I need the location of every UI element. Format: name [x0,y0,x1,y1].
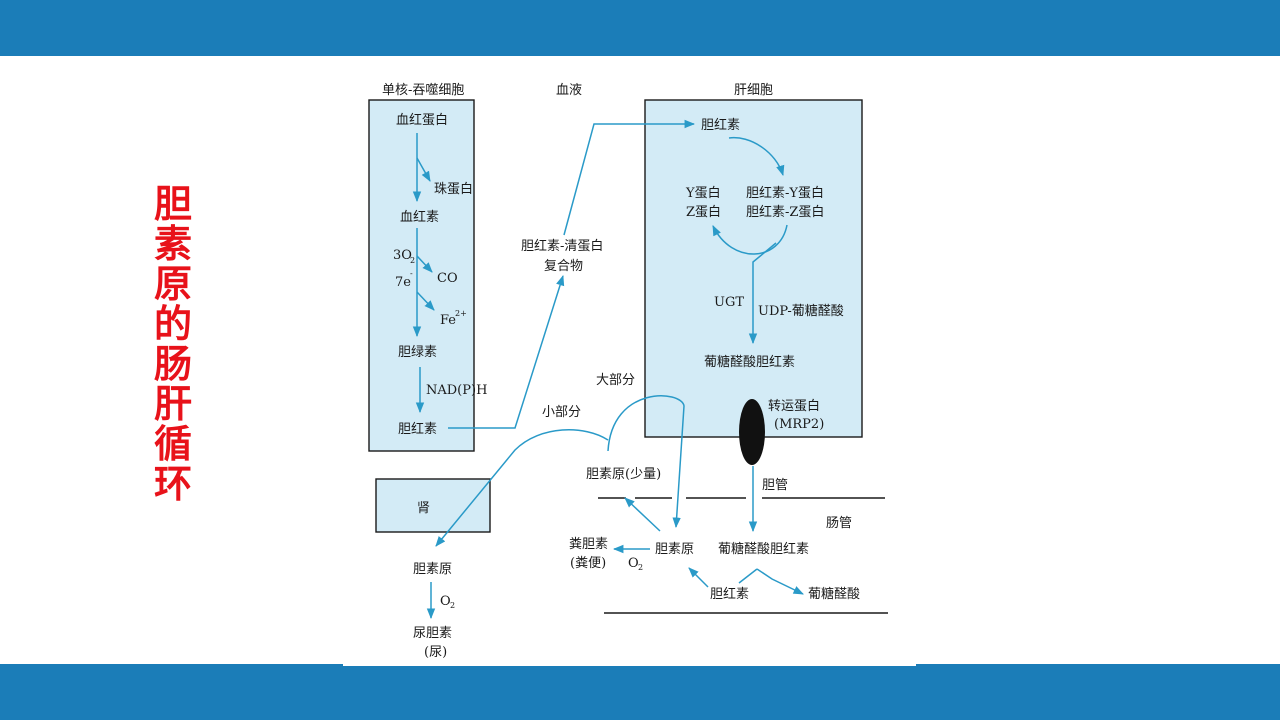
label-ugt: UGT [714,295,744,310]
label-glucuronic-acid: 葡糖醛酸 [808,586,860,602]
label-bile-duct: 胆管 [762,478,788,493]
arrow-to-hepatocyte [563,119,696,236]
arrow-binding-reverse [712,224,788,255]
label-urobilinogen-kidney: 胆素原 [413,562,452,577]
arrow-bilirubin-urobilinogen [688,567,709,588]
label-fe: Fe [440,313,456,328]
label-mrp2: (MRP2) [774,417,824,432]
label-glucuronide-liver: 葡糖醛酸胆红素 [704,354,795,370]
label-o2-in-sub: 2 [410,256,415,265]
label-udp-glucuronic: UDP-葡糖醛酸 [758,303,844,319]
label-nadph: NAD(P)H [426,383,487,398]
arrow-reabsorption [624,497,661,532]
mrp2-transporter [739,399,765,465]
title-char: 的 [153,302,192,346]
label-majority: 大部分 [596,373,635,388]
label-o2-kidney-sub: 2 [450,601,455,610]
label-bilirubin-z: 胆红素-Z蛋白 [746,204,824,220]
label-heme: 血红素 [400,209,439,225]
label-urobilinogen-small: 胆素原(少量) [586,467,661,482]
label-fe-sup: 2+ [455,309,467,318]
label-o2-gut: O [628,556,639,571]
label-o2-in: 3O [393,248,412,263]
label-bilirubin-y: 胆红素-Y蛋白 [746,185,824,201]
label-globin: 珠蛋白 [434,181,473,197]
title-char: 肠 [153,342,192,386]
slide-title: 胆 素 原 的 肠 肝 循 环 [148,184,198,504]
title-char: 循 [153,422,192,466]
label-complex: 复合物 [544,259,583,274]
arrow-conjugation [748,242,777,345]
label-kidney: 肾 [417,501,430,516]
label-urine: (尿) [424,645,447,660]
label-stercobilin: 粪胆素 [569,537,608,552]
header-blood: 血液 [556,83,582,98]
label-glucuronide-gut: 葡糖醛酸胆红素 [718,541,809,557]
top-banner [0,0,1280,56]
label-urobilinogen-gut: 胆素原 [655,542,694,557]
header-macrophage: 单核-吞噬细胞 [382,83,464,98]
arrow-co [416,255,433,273]
title-char: 原 [153,262,192,306]
label-gut: 肠管 [826,516,852,531]
pathway-arrows [412,119,804,620]
label-hemoglobin: 血红蛋白 [396,112,448,128]
arrow-to-blood-complex [448,274,565,429]
arrow-majority [607,395,685,529]
arrow-binding-forward [728,136,785,177]
arrow-stem [738,568,758,584]
arrow-globin [416,157,431,182]
label-biliverdin: 胆绿素 [398,345,437,360]
label-urobilin: 尿胆素 [413,626,452,641]
label-bilirubin-gut: 胆红素 [710,586,749,602]
label-minority: 小部分 [542,405,581,420]
arrow-fe [416,291,435,311]
label-e-in-sup: - [410,269,413,278]
title-char: 肝 [153,382,192,426]
arrow-minority [435,429,609,547]
title-char: 素 [153,222,192,266]
bottom-banner [0,664,1280,720]
label-co: CO [437,271,458,286]
label-o2-kidney: O [440,594,451,609]
arrow-glucuronic [756,568,804,595]
macrophage-box [368,99,475,452]
label-e-in: 7e [395,275,411,290]
label-feces: (粪便) [570,556,606,571]
title-char: 胆 [153,182,192,226]
label-bilirubin-liver: 胆红素 [701,117,740,133]
label-o2-gut-sub: 2 [638,563,643,572]
title-char: 环 [153,462,192,506]
label-bilirubin-albumin: 胆红素-清蛋白 [521,238,603,254]
label-z-protein: Z蛋白 [686,204,721,220]
label-transporter: 转运蛋白 [768,398,820,414]
header-hepatocyte: 肝细胞 [734,83,773,98]
kidney-box [375,478,491,533]
label-bilirubin-macrophage: 胆红素 [398,421,437,437]
label-y-protein: Y蛋白 [685,185,721,201]
